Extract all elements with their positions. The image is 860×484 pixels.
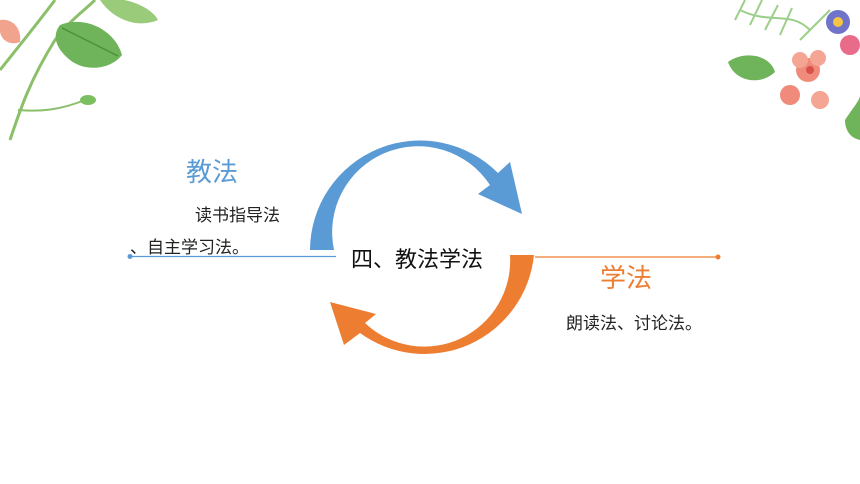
learning-method-line-1: 朗读法、讨论法。 (566, 314, 702, 334)
learning-method-title: 学法 (600, 264, 653, 294)
cycle-arrow-blue (310, 140, 522, 250)
cycle-arrow-orange (330, 255, 534, 354)
teaching-connector-dot (127, 254, 133, 259)
learning-connector-dot (715, 254, 721, 260)
teaching-method-line-2: 、自主学习法。 (130, 238, 249, 258)
leaf-vine-icon (0, 0, 158, 141)
flower-cluster-icon (728, 0, 860, 140)
teaching-method-line-1: 读书指导法 (195, 206, 280, 226)
teaching-method-title: 教法 (186, 158, 239, 188)
center-title: 四、教法学法 (351, 248, 484, 273)
